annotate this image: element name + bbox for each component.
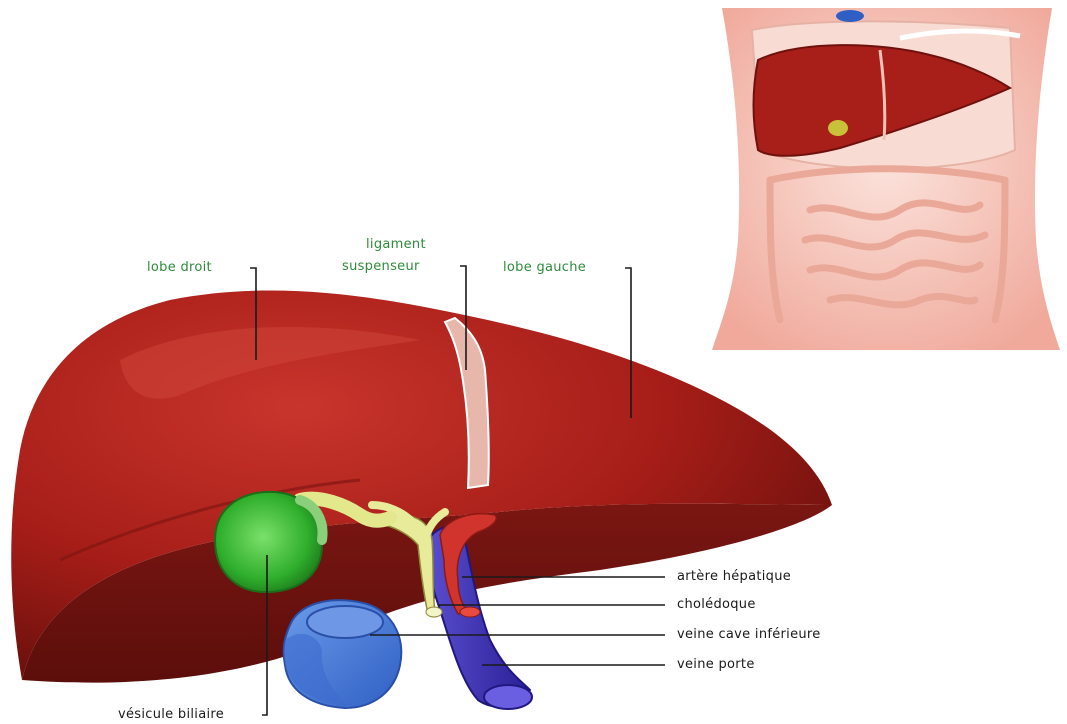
gallbladder	[215, 492, 323, 592]
vena-cava-opening	[307, 606, 383, 638]
bile-duct-cut	[426, 607, 442, 617]
label-veine-porte: veine porte	[677, 657, 755, 672]
label-choledoque: cholédoque	[677, 597, 756, 612]
portal-vein-opening	[484, 685, 532, 709]
label-artere-hepatique: artère hépatique	[677, 569, 791, 584]
torso-neck-vessel	[836, 10, 864, 22]
torso-gallbladder	[828, 120, 848, 136]
label-ligament-line2: suspenseur	[342, 259, 420, 274]
artery-cut	[460, 607, 480, 617]
torso-inset	[706, 8, 1062, 352]
label-ligament-line1: ligament	[366, 237, 426, 252]
label-lobe-gauche: lobe gauche	[503, 260, 586, 275]
label-veine-cave-inferieure: veine cave inférieure	[677, 627, 821, 642]
label-lobe-droit: lobe droit	[147, 260, 212, 275]
label-vesicule-biliaire: vésicule biliaire	[118, 707, 224, 722]
